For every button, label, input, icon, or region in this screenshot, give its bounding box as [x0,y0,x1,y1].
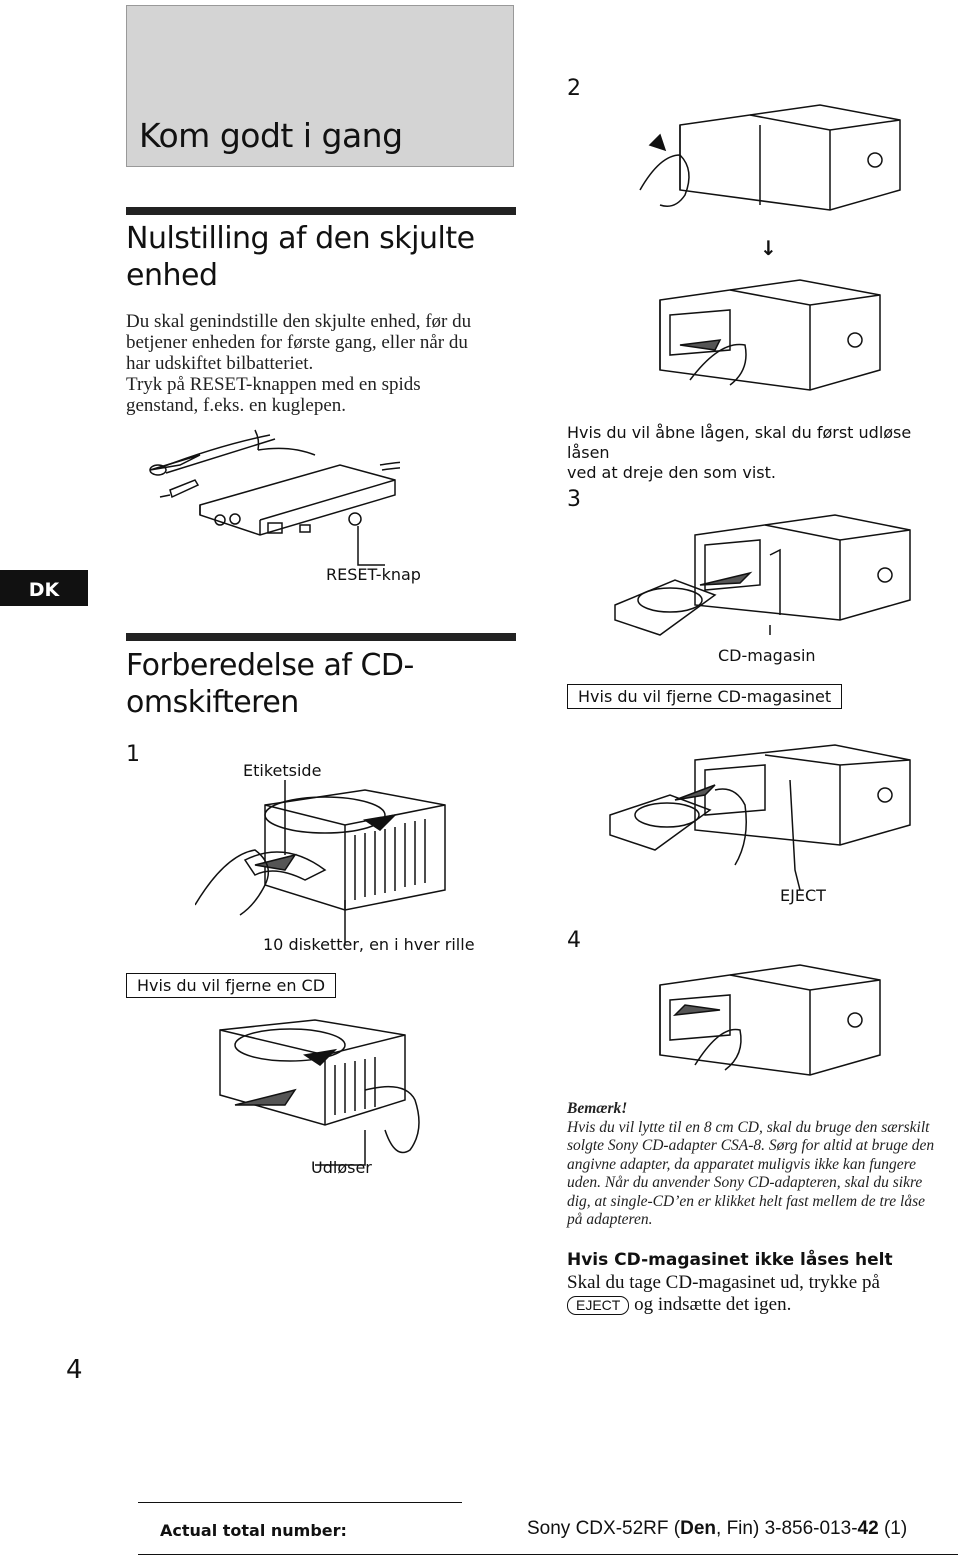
model-lang: Den [680,1518,717,1539]
not-locked-line: og indsætte det igen. [634,1294,792,1315]
not-locked-line: Skal du tage CD-magasinet ud, trykke på [567,1272,880,1293]
section-title-box: Kom godt i gang [126,5,514,167]
model-mid: , Fin) 3-856-013- [716,1518,858,1539]
model-code: Sony CDX-52RF (Den, Fin) 3-856-013-42 (1… [527,1518,907,1540]
body-line: Du skal genindstille den skjulte enhed, … [126,311,472,332]
section-rule [126,207,516,215]
reset-body: Du skal genindstille den skjulte enhed, … [126,311,526,416]
step-3-number: 3 [567,487,581,512]
footer-rule-bottom [138,1554,958,1555]
caption-line: ved at dreje den som vist. [567,463,776,482]
prep-heading: Forberedelse af CD-omskifteren [126,648,414,720]
total-number-label: Actual total number: [160,1521,347,1540]
down-arrow-icon: ↓ [760,236,777,260]
section-rule [126,633,516,641]
step-4-number: 4 [567,928,581,953]
note-line: angivne adapter, da apparatet muligvis i… [567,1155,916,1173]
eject-label: EJECT [780,886,826,905]
section-title: Kom godt i gang [139,116,403,155]
page-number: 4 [66,1355,83,1385]
step-1-number: 1 [126,742,140,767]
remove-cd-illustration [219,1019,420,1166]
hidden-unit-illustration [149,429,400,566]
note-line: på adapteren. [567,1211,653,1228]
changer-close-illustration [659,964,881,1076]
model-suffix: (1) [878,1518,908,1539]
remove-cd-box: Hvis du vil fjerne en CD [126,973,337,998]
changer-door-open-illustration [659,279,881,391]
magazine-label: CD-magasin [718,646,816,665]
reset-heading: Nulstilling af den skjulte enhed [126,221,475,293]
magazine-insert-illustration [614,514,911,636]
note-block: Bemærk! Hvis du vil lytte til en 8 cm CD… [567,1100,947,1230]
magazine-loading-illustration [195,780,446,945]
note-line: dig, at single-CD’en er klikket helt fas… [567,1192,925,1210]
model-num: 42 [857,1518,879,1539]
step-2-number: 2 [567,76,581,101]
body-line: betjener enheden for første gang, eller … [126,332,468,353]
release-label: Udløser [311,1158,372,1177]
not-locked-heading: Hvis CD-magasinet ikke låses helt [567,1250,893,1270]
caption-line: Hvis du vil åbne lågen, skal du først ud… [567,423,912,462]
reset-button-label: RESET-knap [326,565,421,584]
magazine-remove-illustration [609,744,911,890]
note-line: Hvis du vil lytte til en 8 cm CD, skal d… [567,1118,930,1136]
body-line: genstand, f.eks. en kuglepen. [126,395,347,416]
note-line: solgte Sony CD-adapter CSA-8. Sørg for a… [567,1137,935,1154]
body-line: Tryk på RESET-knappen med en spids [126,374,421,395]
remove-magazine-box: Hvis du vil fjerne CD-magasinet [567,684,843,709]
body-line: har udskiftet bilbatteriet. [126,353,314,374]
changer-unlock-illustration [639,104,901,211]
model-prefix: Sony CDX-52RF ( [527,1518,681,1539]
step-2-caption: Hvis du vil åbne lågen, skal du først ud… [567,423,957,483]
label-side-label: Etiketside [243,761,322,780]
note-line: uden. Når du anvender Sony CD-adapteren,… [567,1174,923,1191]
not-locked-body: Skal du tage CD-magasinet ud, trykke på … [567,1272,957,1316]
footer-rule-top [138,1502,462,1503]
language-tab: DK [0,570,88,606]
ten-discs-label: 10 disketter, en i hver rille [263,935,475,954]
note-title: Bemærk! [567,1100,628,1117]
eject-key-icon: EJECT [567,1296,630,1315]
